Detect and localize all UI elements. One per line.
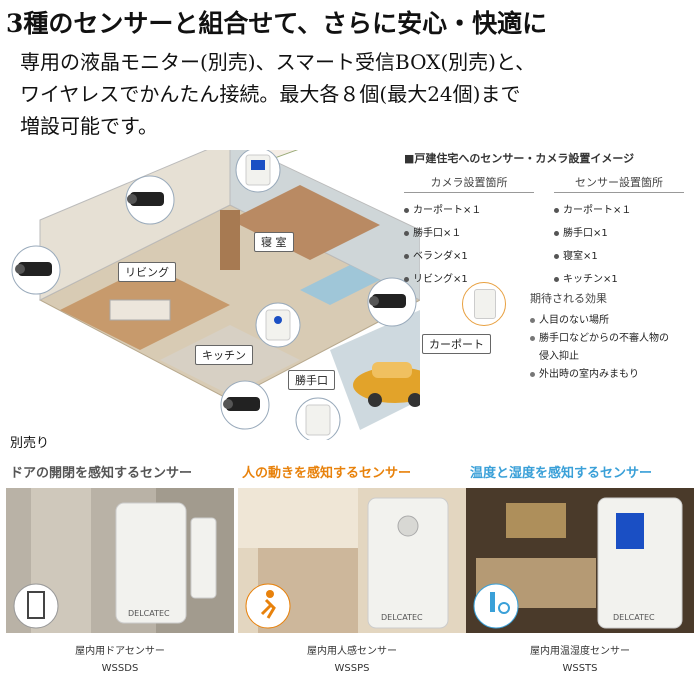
sensor-column: センサー設置箇所 カーポート×１ 勝手口×1 寝室×1 キッチン×1 xyxy=(554,174,684,285)
list-item: 勝手口×１ xyxy=(404,224,534,239)
product-model: WSSPS xyxy=(334,663,370,674)
brand-label: DELCATEC xyxy=(381,613,423,622)
person-motion-icon xyxy=(245,583,291,629)
room-label-backdoor: 勝手口 xyxy=(288,370,335,390)
list-item: 勝手口×1 xyxy=(554,224,684,239)
product-title: 人の動きを感知するセンサー xyxy=(242,466,412,481)
product-temp-humidity-sensor: 温度と湿度を感知するセンサー DELCATEC 屋内用温湿度センサー WSSTS xyxy=(466,462,694,698)
info-title: ■戸建住宅へのセンサー・カメラ設置イメージ xyxy=(404,152,635,165)
product-motion-sensor: 人の動きを感知するセンサー DELCATEC 屋内用人感センサー WSSPS xyxy=(238,462,466,698)
sensor-icon xyxy=(235,147,281,193)
house-drawing xyxy=(11,118,508,443)
list-item: カーポート×１ xyxy=(404,201,534,216)
description-line: 増設可能です。 xyxy=(20,114,158,138)
sensor-icon xyxy=(295,397,341,443)
product-name: 屋内用温湿度センサー xyxy=(530,646,630,657)
carport-sensor-icon xyxy=(462,282,506,326)
list-item: 人目のない場所 xyxy=(530,312,695,330)
house-illustration: 寝 室 リビング キッチン 勝手口 xyxy=(0,118,508,443)
product-title: ドアの開閉を感知するセンサー xyxy=(10,466,193,481)
product-door-sensor: ドアの開閉を感知するセンサー DELCATEC 屋内用ドアセンサー WSSDS xyxy=(6,462,234,698)
product-image: DELCATEC xyxy=(466,488,694,633)
list-item: ベランダ×1 xyxy=(404,247,534,262)
camera-icon xyxy=(220,380,270,430)
description-line: 専用の液晶モニター(別売)、スマート受信BOX(別売)と、 xyxy=(20,50,536,74)
temp-humidity-sensor-image: DELCATEC xyxy=(466,488,694,633)
list-item: 侵入抑止 xyxy=(539,351,579,362)
brand-label: DELCATEC xyxy=(613,613,655,622)
camera-icon xyxy=(367,277,417,327)
effects-head: 期待される効果 xyxy=(530,292,607,305)
room-label-living: リビング xyxy=(118,262,176,282)
room-label-carport: カーポート xyxy=(422,334,491,354)
product-model: WSSDS xyxy=(101,663,139,674)
camera-column: カメラ設置箇所 カーポート×１ 勝手口×１ ベランダ×1 リビング×1 xyxy=(404,174,534,285)
list-item: 寝室×1 xyxy=(554,247,684,262)
product-name: 屋内用ドアセンサー xyxy=(75,646,165,657)
product-model: WSSTS xyxy=(562,663,598,674)
product-image: DELCATEC xyxy=(6,488,234,633)
door-sensor-image: DELCATEC xyxy=(6,488,234,633)
camera-column-head: カメラ設置箇所 xyxy=(404,174,534,193)
product-name: 屋内用人感センサー xyxy=(307,646,397,657)
list-item: 勝手口などからの不審人物の xyxy=(530,330,695,348)
brand-label: DELCATEC xyxy=(128,609,170,618)
description: 専用の液晶モニター(別売)、スマート受信BOX(別売)と、 ワイヤレスでかんたん… xyxy=(20,46,690,142)
sold-separately-label: 別売り xyxy=(10,436,50,451)
product-image: DELCATEC xyxy=(238,488,466,633)
effects-block: 期待される効果 人目のない場所 勝手口などからの不審人物の 侵入抑止 外出時の室… xyxy=(530,290,695,384)
product-title: 温度と湿度を感知するセンサー xyxy=(470,466,653,481)
motion-sensor-image: DELCATEC xyxy=(238,488,466,633)
list-item: 外出時の室内みまもり xyxy=(530,366,695,384)
list-item: カーポート×１ xyxy=(554,201,684,216)
sensor-icon xyxy=(255,302,301,348)
list-item: キッチン×1 xyxy=(554,270,684,285)
door-icon xyxy=(13,583,59,629)
thermometer-humidity-icon xyxy=(473,583,519,629)
sensor-column-head: センサー設置箇所 xyxy=(554,174,684,193)
room-label-kitchen: キッチン xyxy=(195,345,253,365)
headline: 3種のセンサーと組合せて、さらに安心・快適に xyxy=(6,9,548,38)
room-label-bedroom: 寝 室 xyxy=(254,232,294,252)
list-item: リビング×1 xyxy=(404,270,534,285)
info-panel: ■戸建住宅へのセンサー・カメラ設置イメージ カメラ設置箇所 カーポート×１ 勝手… xyxy=(404,150,694,380)
description-line: ワイヤレスでかんたん接続。最大各８個(最大24個)まで xyxy=(20,82,521,106)
camera-icon xyxy=(11,245,61,295)
camera-icon xyxy=(125,175,175,225)
